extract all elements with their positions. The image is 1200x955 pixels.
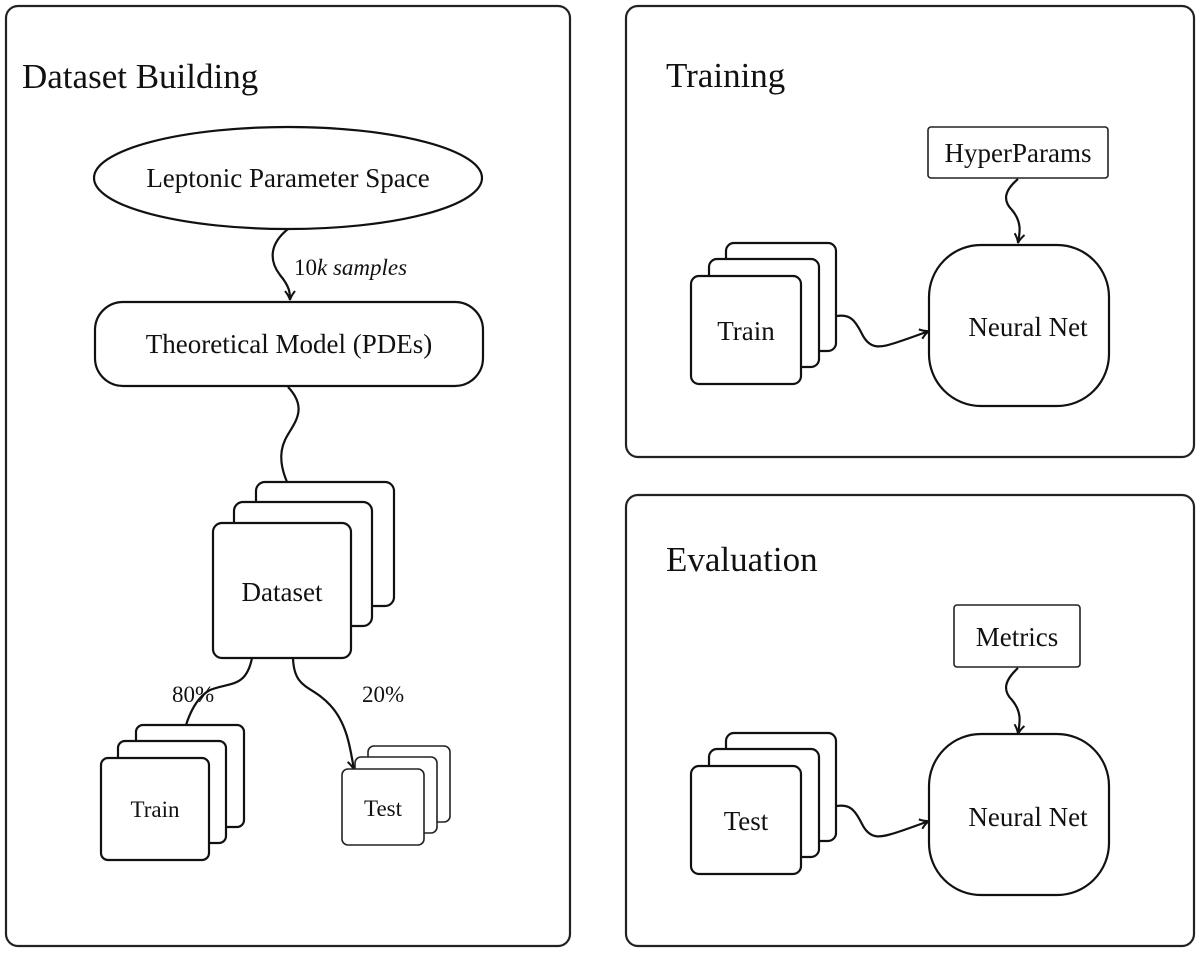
edge-label-test-split: 20% — [362, 682, 404, 707]
panel-title: Dataset Building — [22, 57, 258, 96]
node-label: Neural Net — [968, 802, 1088, 832]
panel-training: Training HyperParams Train Neural Net — [624, 4, 1196, 459]
edge-label-train-split: 80% — [172, 682, 214, 707]
stack-layer-front — [99, 756, 211, 862]
node-test-stack: Test — [689, 731, 838, 876]
edge-model-to-dataset — [280, 386, 300, 483]
box-shape — [927, 126, 1109, 179]
node-label: Dataset — [242, 577, 323, 607]
panel-evaluation: Evaluation Metrics Test Neural Net — [624, 493, 1196, 948]
panel-frame — [4, 4, 572, 948]
node-dataset-stack: Dataset — [211, 480, 396, 660]
node-neural-net: Neural Net — [927, 732, 1111, 897]
stack-layer-front — [689, 274, 803, 386]
edge-test-to-net-arrow — [836, 804, 930, 838]
node-label: Leptonic Parameter Space — [146, 163, 429, 193]
node-label: Neural Net — [968, 312, 1088, 342]
edge-test-split-arrow — [291, 657, 359, 771]
rounded-box-shape — [927, 732, 1111, 897]
rounded-box-shape — [927, 243, 1111, 408]
stack-layer-front — [341, 768, 425, 846]
edge-label-samples: 10k samples — [294, 255, 407, 280]
node-label: Theoretical Model (PDEs) — [146, 329, 432, 359]
node-hyperparams: HyperParams — [927, 126, 1109, 179]
edge-train-to-net-arrow — [836, 314, 930, 348]
rounded-box-shape — [93, 300, 485, 388]
box-shape — [953, 604, 1081, 668]
node-neural-net: Neural Net — [927, 243, 1111, 408]
node-label: HyperParams — [945, 138, 1092, 168]
panel-title: Training — [666, 56, 785, 95]
node-label: Train — [717, 316, 775, 346]
panel-title: Evaluation — [666, 540, 818, 579]
node-label: Train — [131, 797, 180, 822]
node-label: Test — [364, 796, 403, 821]
node-test-stack: Test — [341, 745, 451, 846]
node-label: Metrics — [976, 622, 1058, 652]
stack-layer-front — [211, 521, 353, 660]
node-metrics: Metrics — [953, 604, 1081, 668]
node-theoretical-model: Theoretical Model (PDEs) — [93, 300, 485, 388]
edge-samples-arrow — [271, 228, 296, 301]
edge-hyperparams-arrow — [1004, 178, 1026, 244]
node-train-stack: Train — [689, 241, 838, 386]
node-parameter-space: Leptonic Parameter Space — [92, 125, 484, 231]
stack-layer-front — [689, 764, 803, 876]
panel-dataset-building: Dataset Building Leptonic Parameter Spac… — [4, 4, 572, 948]
node-label: Test — [724, 806, 769, 836]
node-train-stack: Train — [99, 723, 246, 862]
edge-metrics-arrow — [1004, 667, 1026, 735]
